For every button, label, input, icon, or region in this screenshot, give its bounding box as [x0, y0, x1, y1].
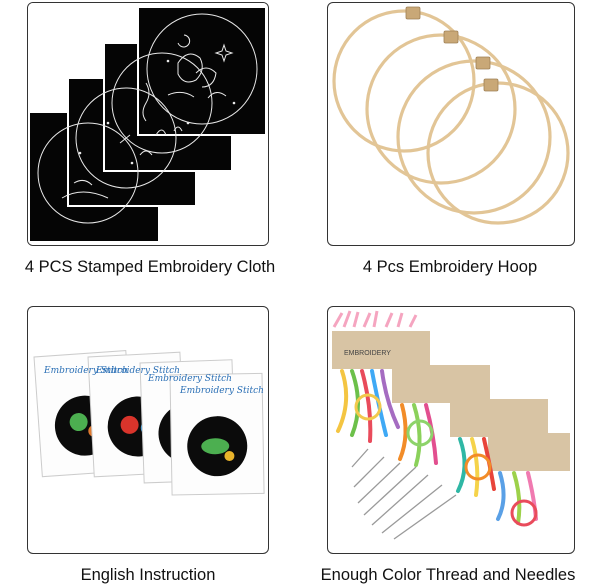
thread-card-label: EMBROIDERY: [344, 350, 391, 357]
product-card-hoops[interactable]: [327, 2, 575, 246]
booklet-title-2: Embroidery Stitch: [95, 366, 180, 376]
caption-hoops: 4 Pcs Embroidery Hoop: [362, 258, 538, 276]
product-card-instruction[interactable]: Embroidery Stitch Embroidery Stitch Embr…: [27, 306, 269, 554]
hoops-image: [332, 6, 570, 225]
caption-stamped-cloth: 4 PCS Stamped Embroidery Cloth: [24, 258, 276, 276]
booklet-title-4: Embroidery Stitch: [179, 386, 264, 396]
thread-image: EMBROIDERY: [332, 310, 570, 540]
caption-thread: Enough Color Thread and Needles: [320, 566, 576, 584]
booklet-title-1: Embroidery Stitch: [43, 366, 128, 376]
caption-instruction: English Instruction: [80, 566, 216, 584]
product-card-stamped-cloth[interactable]: [27, 2, 269, 246]
stamped-cloth-image: [28, 3, 268, 245]
product-card-thread[interactable]: EMBROIDERY: [327, 306, 575, 554]
booklet-title-3: Embroidery Stitch: [147, 374, 232, 384]
instruction-image: Embroidery Stitch Embroidery Stitch Embr…: [33, 350, 265, 496]
